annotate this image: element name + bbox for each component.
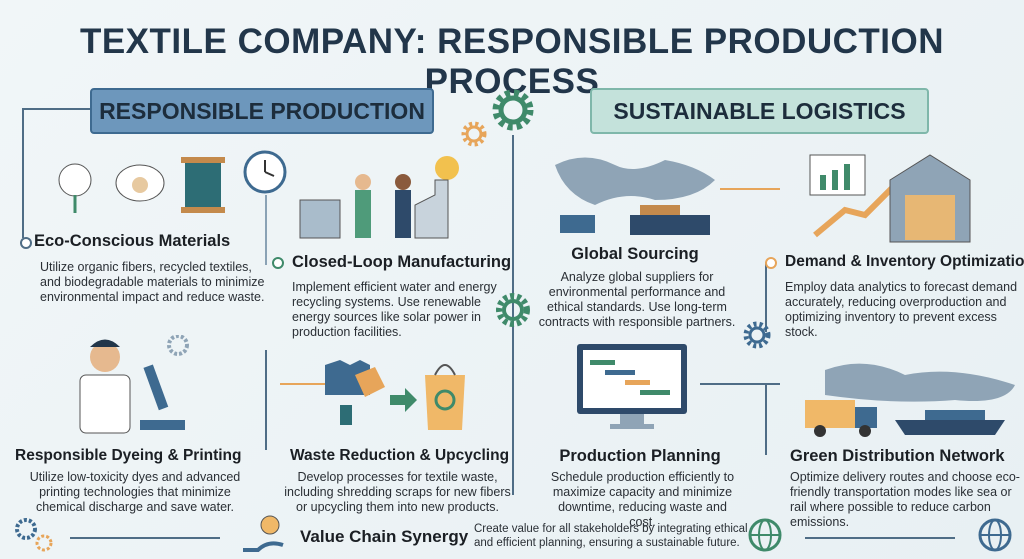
section-desc-closed-loop: Implement efficient water and energy rec…	[292, 280, 497, 339]
banner-sustainable-logistics: SUSTAINABLE LOGISTICS	[590, 88, 929, 134]
monitor-gantt-icon	[577, 344, 687, 429]
connector	[700, 383, 780, 385]
section-title-closed-loop: Closed-Loop Manufacturing	[292, 253, 512, 271]
globe-icon	[748, 518, 782, 552]
global-sourcing-icon	[555, 157, 715, 235]
section-desc-waste-reduction: Develop processes for textile waste, inc…	[284, 470, 511, 514]
node-dot	[765, 257, 777, 269]
footer-title: Value Chain Synergy	[300, 527, 469, 546]
section-desc-green-distribution: Optimize delivery routes and choose eco-…	[790, 470, 1020, 529]
footer-desc: Create value for all stakeholders by int…	[474, 523, 748, 549]
globe-icon	[978, 518, 1012, 552]
section-title-eco-materials: Eco-Conscious Materials	[34, 232, 231, 250]
manufacturing-icon	[243, 150, 459, 239]
section-title-waste-reduction: Waste Reduction & Upcycling	[290, 447, 510, 464]
connector	[765, 262, 767, 332]
section-title-demand-inventory: Demand & Inventory Optimization	[785, 253, 1024, 270]
connector	[765, 385, 767, 455]
gear-icon	[492, 89, 534, 131]
banner-responsible-production: RESPONSIBLE PRODUCTION	[90, 88, 434, 134]
section-title-green-distribution: Green Distribution Network	[790, 447, 1005, 465]
section-title-global-sourcing: Global Sourcing	[571, 245, 699, 263]
arrow-left	[805, 537, 955, 539]
gear-icon	[743, 321, 771, 349]
inventory-warehouse-icon	[809, 154, 971, 243]
gear-icon	[461, 121, 487, 147]
raw-materials-icon	[58, 157, 225, 213]
connector	[22, 108, 90, 110]
connector	[265, 195, 267, 265]
section-title-production-planning: Production Planning	[559, 447, 721, 465]
gear-icon	[496, 293, 530, 327]
gears-icon	[15, 518, 53, 552]
section-desc-demand-inventory: Employ data analytics to forecast demand…	[785, 280, 1018, 339]
node-dot	[272, 257, 284, 269]
page-title: TEXTILE COMPANY: RESPONSIBLE PRODUCTION …	[79, 22, 945, 101]
arrow-right	[70, 537, 220, 539]
distribution-icon	[805, 363, 1015, 437]
connector	[720, 188, 780, 190]
section-desc-production-planning: Schedule production efficiently to maxim…	[550, 470, 735, 529]
connector	[265, 350, 267, 450]
connector	[280, 383, 330, 385]
section-desc-global-sourcing: Analyze global suppliers for environment…	[538, 270, 736, 329]
connector	[512, 135, 514, 495]
node-dot	[20, 237, 32, 249]
scientist-microscope-icon	[79, 335, 189, 434]
section-title-dyeing-printing: Responsible Dyeing & Printing	[15, 447, 242, 464]
section-desc-dyeing-printing: Utilize low-toxicity dyes and advanced p…	[29, 470, 241, 514]
section-desc-eco-materials: Utilize organic fibers, recycled textile…	[40, 260, 265, 304]
connector	[22, 108, 24, 238]
hand-coin-icon	[243, 515, 284, 552]
upcycling-icon	[325, 360, 465, 430]
